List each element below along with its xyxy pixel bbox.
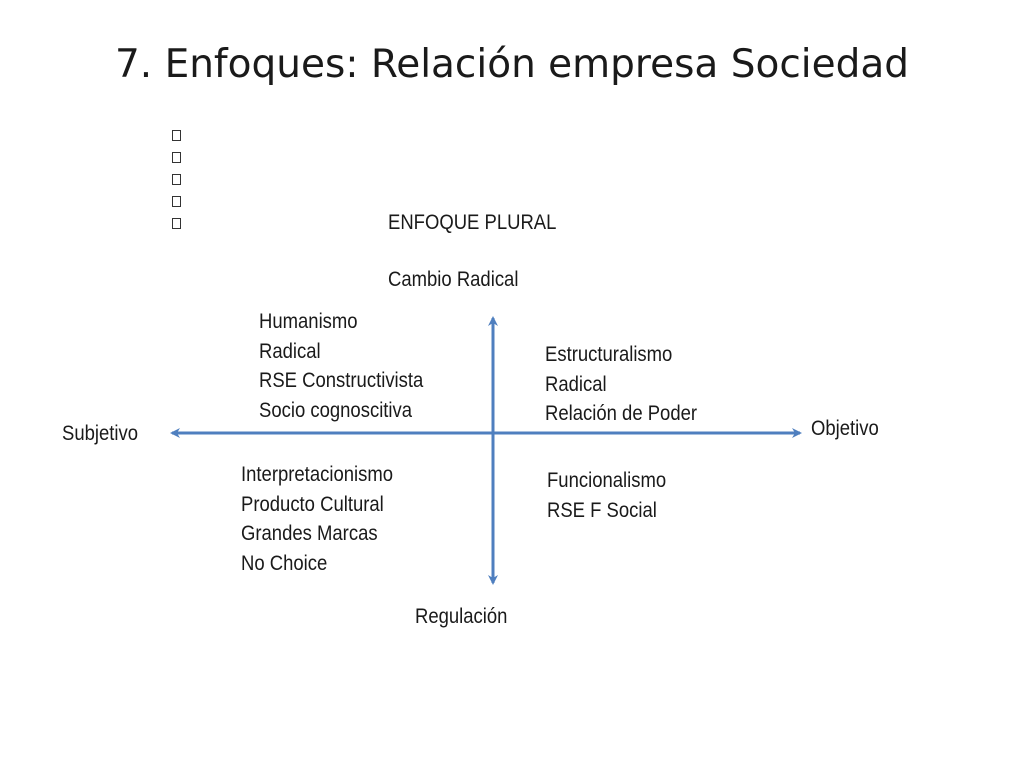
quadrant-item: Interpretacionismo: [241, 463, 394, 486]
bullet-list: [172, 130, 186, 240]
quadrant-item: Estructuralismo: [545, 343, 673, 366]
diagram-header: ENFOQUE PLURAL: [388, 211, 557, 234]
bullet-placeholder-icon: [172, 196, 181, 207]
axis-label-left: Subjetivo: [62, 422, 139, 445]
quadrant-bottom-right: Funcionalismo RSE F Social: [547, 466, 666, 525]
quadrant-item: Radical: [545, 372, 607, 396]
bullet-placeholder-icon: [172, 174, 181, 185]
quadrant-top-right: Estructuralismo Radical Relación de Pode…: [545, 340, 697, 429]
quadrant-item: Grandes Marcas: [241, 522, 378, 545]
quadrant-top-left: Humanismo Radical RSE Constructivista So…: [259, 307, 423, 425]
quadrant-bottom-left: Interpretacionismo Producto Cultural Gra…: [241, 460, 393, 578]
quadrant-item: RSE F Social: [547, 498, 657, 522]
quadrant-item: Producto Cultural: [241, 492, 384, 516]
axis-label-top: Cambio Radical: [388, 268, 519, 291]
slide-title: 7. Enfoques: Relación empresa Sociedad: [114, 42, 910, 87]
quadrant-item: Socio cognoscitiva: [259, 398, 413, 422]
bullet-placeholder-icon: [172, 130, 181, 141]
quadrant-item: Relación de Poder: [545, 402, 698, 425]
bullet-placeholder-icon: [172, 218, 181, 229]
bullet-placeholder-icon: [172, 152, 181, 163]
quadrant-item: Humanismo: [259, 310, 358, 333]
axis-label-bottom: Regulación: [415, 605, 508, 628]
quadrant-item: Radical: [259, 339, 321, 363]
quadrant-item: Funcionalismo: [547, 469, 667, 492]
quadrant-item: No Choice: [241, 551, 328, 575]
quadrant-item: RSE Constructivista: [259, 369, 424, 392]
axis-label-right: Objetivo: [811, 417, 879, 440]
